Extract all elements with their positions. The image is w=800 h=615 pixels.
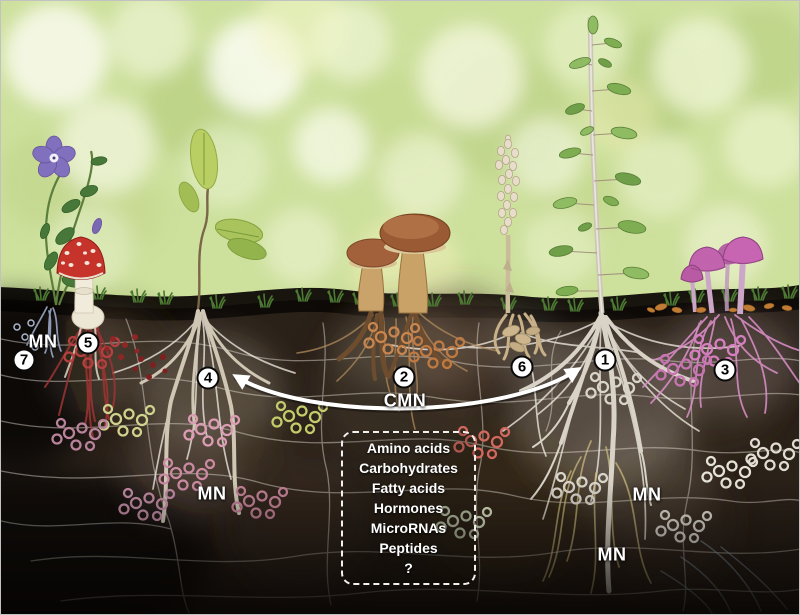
fly-agaric-mushroom [56, 236, 106, 330]
mn-label-right-upper: MN [632, 484, 662, 505]
mn-label-right-lower: MN [597, 544, 627, 565]
molecule-item-carbohydrates: Carbohydrates [359, 460, 458, 476]
orchid-root-nodules [502, 325, 541, 353]
mn-label-left: MN [197, 483, 227, 504]
marker-circle-5: 5 [76, 331, 100, 355]
molecule-item-fatty-acids: Fatty acids [371, 480, 446, 496]
mn-label-topleft: MN [28, 331, 58, 352]
marker-circle-1: 1 [593, 348, 617, 372]
molecule-item-hormones: Hormones [373, 500, 444, 516]
marker-circle-2: 2 [392, 365, 416, 389]
marker-circle-6: 6 [510, 355, 534, 379]
molecule-item-amino-acids: Amino acids [366, 440, 451, 456]
canopy-bokeh-background [1, 1, 799, 331]
molecule-item-peptides: Peptides [379, 540, 438, 556]
bottom-vignette [1, 481, 799, 614]
periwinkle-flower [32, 135, 103, 235]
marker-circle-3: 3 [713, 358, 737, 382]
molecule-list-box: Amino acids Carbohydrates Fatty acids Ho… [341, 431, 476, 585]
spore-ring-clusters [13, 319, 799, 544]
cmn-label: CMN [383, 390, 427, 411]
molecule-item-micrornas: MicroRNAs [370, 520, 447, 536]
amethyst-mushrooms [646, 236, 793, 315]
marker-circle-4: 4 [196, 366, 220, 390]
marker-circle-7: 7 [12, 348, 36, 372]
fallen-leaves [646, 303, 793, 314]
oak-seedling [178, 128, 267, 310]
transfer-arrow [232, 367, 582, 413]
molecule-item-question-mark: ? [404, 560, 413, 576]
porcini-mushrooms [346, 213, 451, 314]
oak-sapling [548, 15, 650, 314]
birds-nest-orchid [495, 134, 520, 314]
